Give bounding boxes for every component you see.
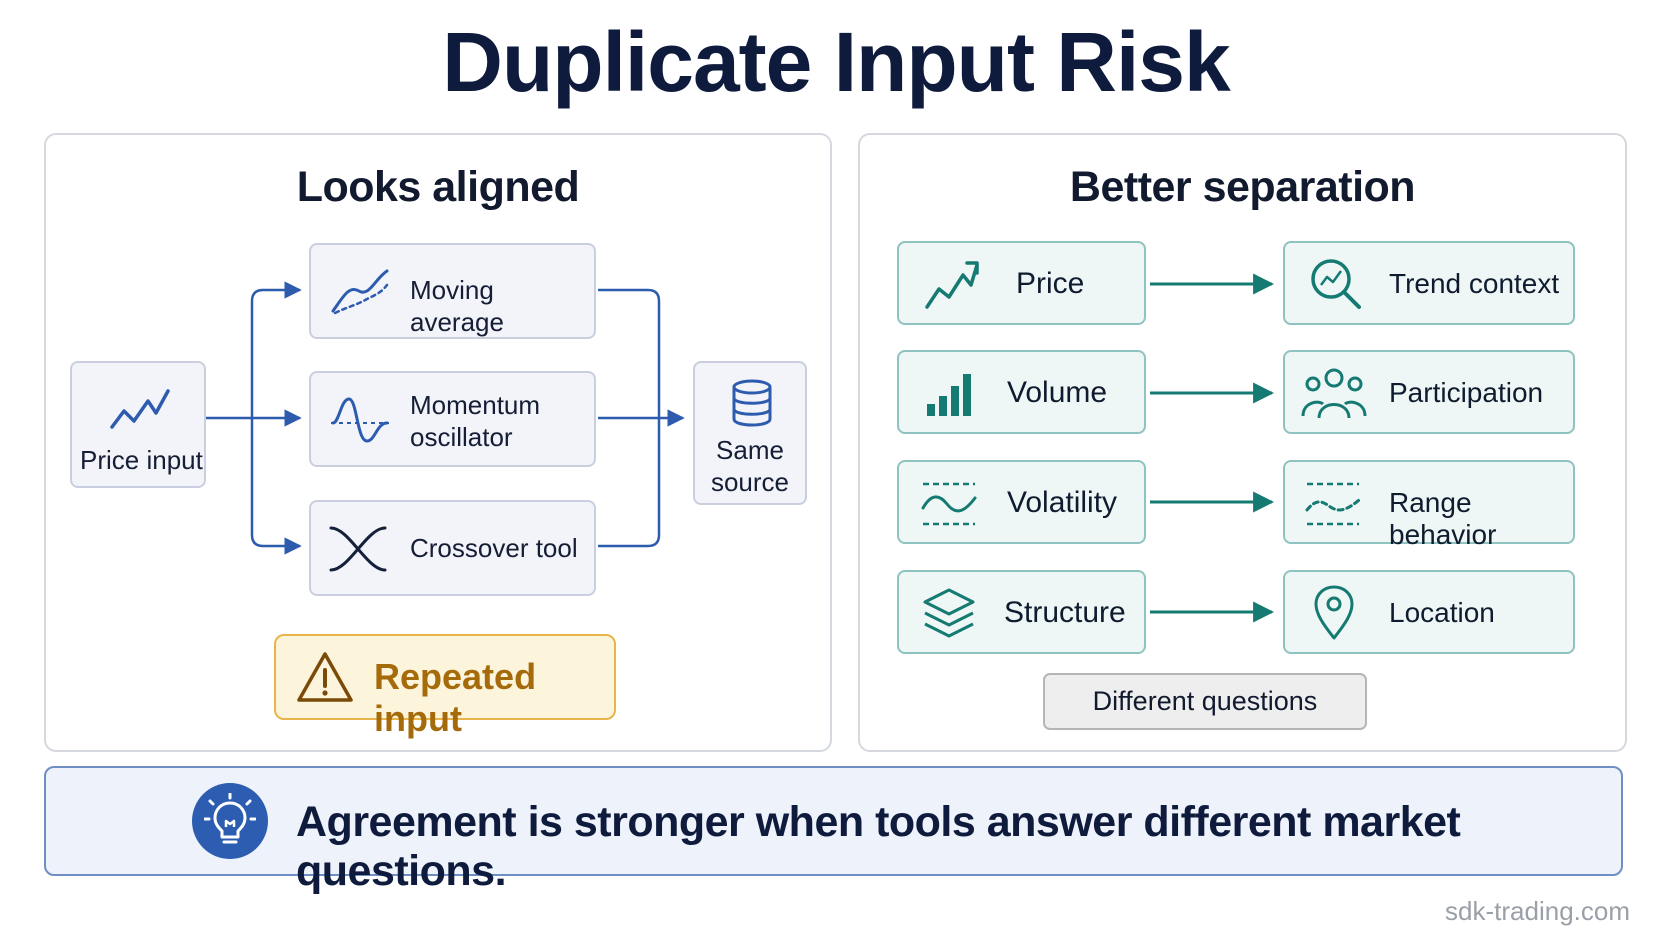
wave-band-icon: [921, 482, 977, 526]
bar-chart-icon: [927, 374, 971, 416]
crossover-tool-box: Crossover tool: [309, 500, 596, 596]
volume-box: Volume: [897, 350, 1146, 434]
lightbulb-icon: [204, 793, 256, 844]
banner-text: Agreement is stronger when tools answer …: [296, 798, 1461, 895]
moving-average-label: Moving average: [410, 275, 504, 337]
location-label: Location: [1389, 597, 1495, 628]
arrow-to-moving-average: [250, 281, 302, 418]
structure-label: Structure: [1004, 596, 1126, 629]
momentum-label-line2: oscillator: [410, 421, 513, 452]
arrow-to-crossover: [250, 418, 302, 555]
map-pin-icon: [1314, 585, 1354, 640]
right-panel-title: Better separation: [1069, 163, 1416, 211]
range-behavior-box: Range behavior: [1283, 460, 1575, 550]
participation-box: Participation: [1283, 350, 1575, 434]
warning-triangle-icon: [297, 652, 353, 702]
moving-average-icon: [331, 269, 389, 315]
structure-box: Structure: [897, 570, 1146, 654]
price-input-box: Price input: [70, 361, 206, 488]
trend-line-icon: [110, 389, 170, 429]
trend-context-label: Trend context: [1389, 268, 1560, 299]
price-label: Price: [1016, 267, 1085, 300]
participation-label: Participation: [1389, 377, 1544, 408]
repeated-input-warning: Repeated input: [274, 634, 616, 739]
repeated-input-label: Repeated input: [374, 656, 537, 739]
left-panel-title: Looks aligned: [296, 163, 580, 211]
magnifier-trend-icon: [1311, 259, 1361, 309]
page-title: Duplicate Input Risk: [442, 15, 1230, 109]
range-band-icon: [1305, 482, 1361, 526]
volatility-label: Volatility: [1007, 486, 1118, 519]
same-source-line2: source: [710, 466, 790, 497]
trend-context-box: Trend context: [1283, 241, 1575, 325]
crossover-tool-label: Crossover tool: [410, 533, 578, 563]
crossover-icon: [329, 526, 387, 572]
oscillator-wave-icon: [331, 397, 389, 443]
location-box: Location: [1283, 570, 1575, 654]
people-group-icon: [1301, 368, 1367, 419]
price-input-label: Price input: [80, 445, 203, 475]
layers-icon: [923, 588, 975, 638]
volume-label: Volume: [1007, 376, 1108, 409]
moving-average-box: Moving average: [309, 243, 596, 339]
lightbulb-icon-badge: [192, 783, 268, 859]
volatility-box: Volatility: [897, 460, 1146, 544]
range-behavior-label: Range behavior: [1389, 487, 1497, 550]
momentum-label-line1: Momentum: [410, 390, 541, 420]
trend-line-icon: [925, 261, 979, 309]
price-box: Price: [897, 241, 1146, 325]
site-watermark: sdk-trading.com: [1445, 896, 1630, 926]
takeaway-banner: Agreement is stronger when tools answer …: [44, 766, 1623, 895]
database-icon: [732, 379, 772, 427]
same-source-line1: Same: [716, 435, 784, 465]
different-questions-tag: Different questions: [1043, 673, 1367, 730]
